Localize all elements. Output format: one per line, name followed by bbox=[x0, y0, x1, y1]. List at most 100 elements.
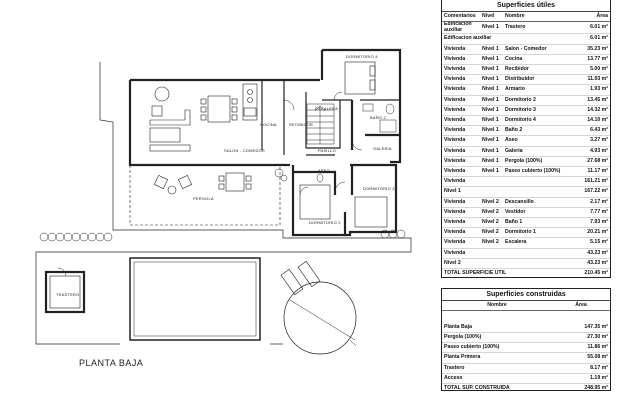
cell-nombre: Distribuidor bbox=[503, 74, 563, 86]
cell-area: 7.77 m² bbox=[563, 207, 610, 219]
cell-area: 20.21 m² bbox=[563, 227, 610, 239]
balustrade bbox=[39, 229, 406, 242]
cell-area: 161.21 m² bbox=[563, 176, 610, 188]
cell-comentario: Vivienda bbox=[442, 248, 563, 259]
table-row bbox=[442, 311, 610, 323]
cell-nombre: Aseo bbox=[503, 135, 563, 147]
label-salon-comedor: SALON - COMEDOR bbox=[224, 148, 265, 153]
cell-nivel: Nivel 2 bbox=[480, 237, 503, 249]
cell-nombre: Escalera bbox=[503, 237, 563, 249]
table-row-total: TOTAL SUPERFICIE UTIL 210.45 m² bbox=[442, 269, 610, 279]
cell-area: 11.86 m² bbox=[552, 342, 610, 354]
cell-nombre: Paseo cubierto (100%) bbox=[503, 166, 563, 178]
cell-area: 43.23 m² bbox=[563, 248, 610, 259]
cell-comentario: Nivel 2 bbox=[442, 258, 563, 270]
cell-nombre: Dormitorio 4 bbox=[503, 115, 563, 127]
cell-nivel: Nivel 1 bbox=[480, 64, 503, 76]
cell-area: 167.22 m² bbox=[563, 186, 610, 198]
cell-nombre: Trastero bbox=[442, 363, 552, 374]
cell-nivel: Nivel 2 bbox=[480, 207, 503, 219]
cell-area: 210.45 m² bbox=[584, 270, 608, 277]
cell-comentario: Vivienda bbox=[442, 227, 480, 239]
cell-nombre: Pergola (100%) bbox=[442, 332, 552, 344]
col-area: Área bbox=[563, 12, 610, 23]
cell-area: 1.93 m² bbox=[563, 84, 610, 96]
swimming-pool bbox=[129, 257, 261, 341]
cell-area: 7.93 m² bbox=[563, 217, 610, 229]
round-patio bbox=[283, 281, 357, 355]
cell-nombre: Planta Primera bbox=[442, 352, 552, 364]
col-nombre: Nombre bbox=[442, 301, 552, 312]
cell-area: 4.93 m² bbox=[563, 146, 610, 157]
cell-area: 6.43 m² bbox=[563, 125, 610, 137]
built-areas-title: Superficies construidas bbox=[442, 289, 610, 301]
bathroom-fixtures bbox=[316, 103, 397, 183]
label-dormitorio-4: DORMITORIO 4 bbox=[346, 54, 378, 59]
pergola-outline bbox=[129, 165, 281, 226]
cell-nombre: Dormitorio 1 bbox=[503, 227, 563, 239]
cell-nivel: Nivel 1 bbox=[480, 156, 503, 168]
cell-comentario: TOTAL SUPERFICIE UTIL bbox=[444, 270, 507, 277]
cell-nombre: Baño 2 bbox=[503, 125, 563, 137]
col-nivel: Nivel bbox=[480, 12, 503, 23]
cell-comentario: Vivienda bbox=[442, 44, 480, 55]
cell-nombre: Paseo cubierto (100%) bbox=[442, 342, 552, 354]
label-cocina: COCINA bbox=[260, 122, 277, 127]
cell-area: 14.10 m² bbox=[563, 115, 610, 127]
cell-nivel: Nivel 1 bbox=[480, 84, 503, 96]
cell-comentario: Edificacion auxiliar bbox=[442, 21, 480, 35]
label-galeria: GALERIA bbox=[373, 146, 392, 151]
label-dormitorio-3: DORMITORIO 3 bbox=[363, 186, 395, 191]
cell-comentario: Vivienda bbox=[442, 135, 480, 147]
cell-comentario: Edificacion auxiliar bbox=[442, 33, 563, 45]
table-row: Edificacion auxiliar Nivel 1 Trastero 6.… bbox=[442, 21, 610, 35]
cell-area: 147.35 m² bbox=[552, 322, 610, 333]
floor-plan-drawing: DORMITORIO 4 ESCALERA BAÑO 2 COCINA RECI… bbox=[35, 48, 412, 368]
cell-nivel: Nivel 1 bbox=[480, 166, 503, 178]
label-dormitorio-2: DORMITORIO 2 bbox=[309, 220, 341, 225]
cell-area: 35.23 m² bbox=[563, 44, 610, 55]
outdoor-armchairs bbox=[153, 174, 193, 195]
cell-comentario: Vivienda bbox=[442, 176, 563, 188]
cell-nombre: Trastero bbox=[503, 21, 563, 35]
cell-nivel: Nivel 1 bbox=[480, 115, 503, 127]
cell-comentario: Nivel 1 bbox=[442, 186, 563, 198]
cell-area: 6.01 m² bbox=[563, 21, 610, 35]
cell-area: 3.27 m² bbox=[563, 135, 610, 147]
label-aseo: ASEO bbox=[318, 168, 330, 173]
cell-comentario: Vivienda bbox=[442, 125, 480, 137]
cell-comentario: Vivienda bbox=[442, 217, 480, 229]
cell-nivel: Nivel 1 bbox=[480, 44, 503, 55]
living-round-table bbox=[154, 86, 170, 102]
useful-areas-grid: Comentarios Nivel Nombre Área Edificacio… bbox=[442, 12, 610, 278]
label-bano-2: BAÑO 2 bbox=[370, 115, 386, 120]
cell-nombre: Dormitorio 3 bbox=[503, 105, 563, 117]
cell-area: 5.15 m² bbox=[563, 237, 610, 249]
label-escalera: ESCALERA bbox=[315, 106, 338, 111]
cell-nivel: Nivel 1 bbox=[480, 105, 503, 117]
cell-nivel: Nivel 1 bbox=[480, 125, 503, 137]
cell-comentario: Vivienda bbox=[442, 237, 480, 249]
dining-table bbox=[200, 95, 238, 123]
cell-nivel: Nivel 1 bbox=[480, 74, 503, 86]
cell-nombre: Salon - Comedor bbox=[503, 44, 563, 55]
cell-comentario: Vivienda bbox=[442, 197, 480, 208]
cell-area: 11.93 m² bbox=[563, 74, 610, 86]
partition-walls bbox=[261, 80, 400, 156]
cell-area: 13.77 m² bbox=[563, 54, 610, 66]
sun-loungers bbox=[280, 260, 321, 296]
